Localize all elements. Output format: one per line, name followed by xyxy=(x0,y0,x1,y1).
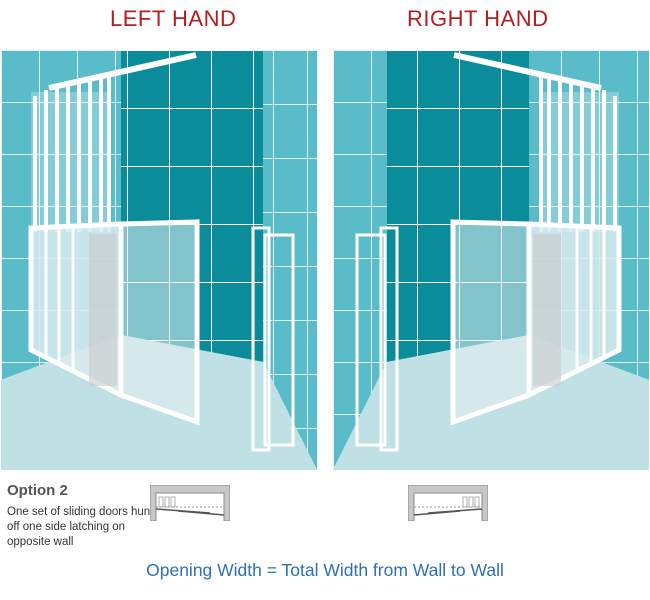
left-hand-plan-diagram xyxy=(150,485,230,521)
upper-fixed-panels xyxy=(31,74,111,232)
fixed-door-panel xyxy=(28,221,124,400)
option-description: One set of sliding doors hung off one si… xyxy=(7,506,157,548)
sliding-door-panel xyxy=(118,219,200,426)
upper-fixed-panels xyxy=(539,74,619,232)
opening-width-note: Opening Width = Total Width from Wall to… xyxy=(146,560,504,580)
option-title: Option 2 xyxy=(7,482,68,499)
left-hand-shower-illustration xyxy=(1,50,317,470)
right-hand-heading: RIGHT HAND xyxy=(407,6,549,31)
left-side-wall xyxy=(333,50,387,470)
wall-side-panel xyxy=(251,226,295,452)
right-hand-plan-diagram xyxy=(408,485,488,521)
right-side-wall xyxy=(263,50,317,470)
sliding-door-panel xyxy=(450,219,532,426)
left-hand-heading: LEFT HAND xyxy=(110,6,237,31)
right-hand-shower-illustration xyxy=(333,50,649,470)
wall-side-panel xyxy=(355,226,399,452)
